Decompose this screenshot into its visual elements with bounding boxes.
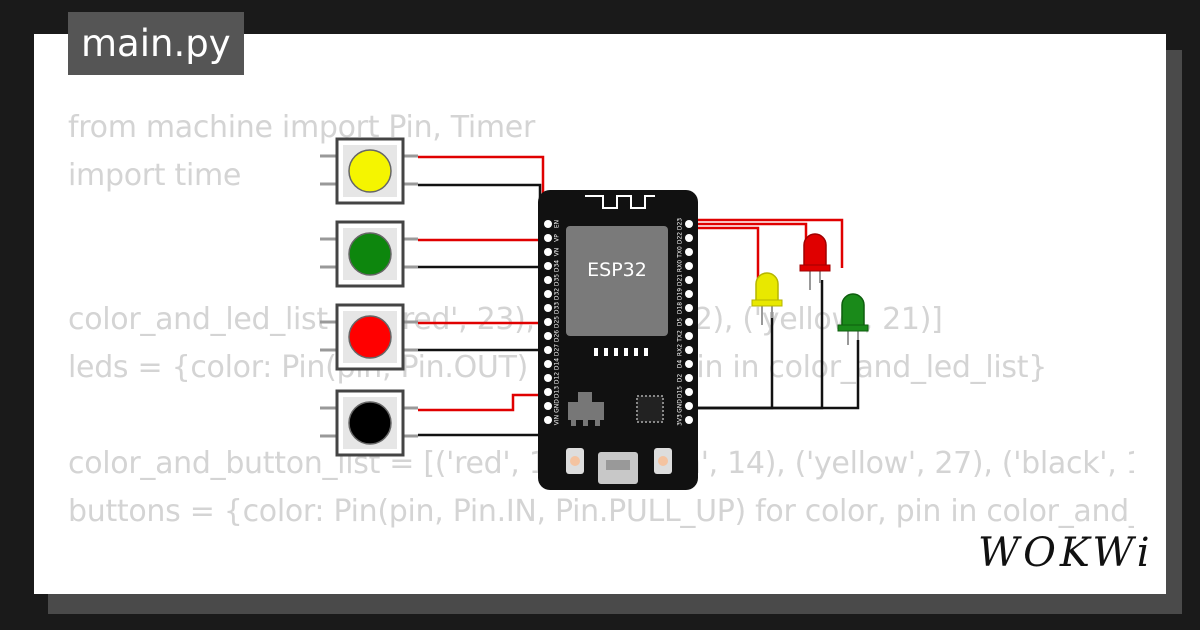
led-green <box>837 293 869 345</box>
pushbutton-cap[interactable] <box>348 315 392 359</box>
pin-hole-right <box>685 374 693 382</box>
pushbutton-cap[interactable] <box>348 149 392 193</box>
esp32-chip <box>566 226 668 336</box>
wire-led-red-anode <box>690 218 844 268</box>
pin-label-left: D25 <box>554 316 561 328</box>
pushbutton-cap[interactable] <box>348 401 392 445</box>
led-red <box>799 233 831 290</box>
wire-yellow-button-signal <box>418 155 545 234</box>
pin-label-left: VIN <box>554 415 561 425</box>
code-line: import time <box>68 158 242 193</box>
pin-hole-left <box>544 290 552 298</box>
pin-label-left: EN <box>554 220 561 228</box>
pin-hole-right <box>685 304 693 312</box>
pin-label-left: D27 <box>554 344 561 356</box>
wire-led-yellow-anode <box>690 226 760 285</box>
pin-label-left: D26 <box>554 330 561 342</box>
pin-hole-left <box>544 388 552 396</box>
pin-hole-right <box>685 276 693 284</box>
pin-label-left: D35 <box>554 274 561 286</box>
pin-hole-right <box>685 290 693 298</box>
pin-label-left: VP <box>554 234 561 242</box>
wire-black-button-gnd <box>418 420 542 437</box>
pushbutton-black[interactable] <box>320 389 418 457</box>
pin-label-right: D18 <box>677 302 684 314</box>
pin-hole-left <box>544 234 552 242</box>
pin-hole-left <box>544 318 552 326</box>
pin-label-left: D12 <box>554 372 561 384</box>
pin-hole-left <box>544 346 552 354</box>
pin-hole-left <box>544 220 552 228</box>
pin-hole-right <box>685 220 693 228</box>
esp32-label: ESP32 <box>587 259 647 281</box>
pin-label-right: D22 <box>677 232 684 244</box>
pin-label-right: GND <box>677 399 684 413</box>
pin-label-right: TX0 <box>677 246 684 259</box>
code-preview: from machine import Pin, Timer import ti… <box>68 104 1134 594</box>
pin-label-right: RX0 <box>677 260 684 272</box>
pin-hole-right <box>685 346 693 354</box>
pin-hole-right <box>685 262 693 270</box>
code-line: from machine import Pin, Timer <box>68 110 536 145</box>
pin-label-right: TX2 <box>677 330 684 343</box>
pushbutton-green[interactable] <box>320 220 418 288</box>
pushbutton-cap[interactable] <box>348 232 392 276</box>
pin-label-left: D33 <box>554 302 561 314</box>
pin-hole-right <box>685 416 693 424</box>
pin-hole-right <box>685 402 693 410</box>
led-yellow <box>751 272 783 325</box>
wire-black-button-signal <box>418 393 548 412</box>
file-tab[interactable]: main.py <box>68 12 244 75</box>
pin-label-right: D2 <box>677 374 684 383</box>
wires <box>418 155 860 437</box>
pin-hole-right <box>685 360 693 368</box>
pin-label-left: D32 <box>554 288 561 300</box>
wokwi-logo: WOKWi <box>978 530 1154 576</box>
wokwi-logo-text: WOKWi <box>978 530 1154 576</box>
wire-led-green-anode <box>690 222 808 263</box>
pin-hole-left <box>544 402 552 410</box>
pushbutton-red[interactable] <box>320 303 418 371</box>
pin-label-right: D15 <box>677 386 684 398</box>
pin-hole-right <box>685 388 693 396</box>
pin-label-left: D34 <box>554 260 561 272</box>
pin-hole-right <box>685 234 693 242</box>
pin-hole-left <box>544 304 552 312</box>
pin-label-right: RX2 <box>677 344 684 356</box>
pin-hole-right <box>685 332 693 340</box>
code-line: buttons = {color: Pin(pin, Pin.IN, Pin.P… <box>68 494 1134 529</box>
pin-hole-left <box>544 248 552 256</box>
pin-label-left: D14 <box>554 358 561 370</box>
pin-hole-left <box>544 360 552 368</box>
pin-hole-left <box>544 276 552 284</box>
wire-led-green-cathode <box>690 340 860 410</box>
pin-hole-left <box>544 262 552 270</box>
code-line: timer = Timer(0) <box>68 584 1134 594</box>
pin-label-right: D23 <box>677 218 684 230</box>
pin-hole-left <box>544 416 552 424</box>
esp32-board: ESP32 ENVPVND34D35D32D33D25D26D27D14D12D… <box>538 190 698 490</box>
pin-label-right: D5 <box>677 318 684 327</box>
pin-label-right: D21 <box>677 274 684 286</box>
pin-label-left: GND <box>554 399 561 413</box>
pin-label-left: D13 <box>554 386 561 398</box>
pin-label-left: VN <box>554 248 561 257</box>
pin-hole-left <box>544 374 552 382</box>
wire-led-yellow-cathode <box>690 312 774 410</box>
pushbutton-yellow[interactable] <box>320 137 418 205</box>
wire-yellow-button-gnd <box>418 183 542 198</box>
pin-hole-right <box>685 248 693 256</box>
pin-label-right: 3V3 <box>677 414 684 426</box>
pin-hole-right <box>685 318 693 326</box>
pin-hole-left <box>544 332 552 340</box>
pin-label-right: D19 <box>677 288 684 300</box>
pin-label-right: D4 <box>677 360 684 369</box>
